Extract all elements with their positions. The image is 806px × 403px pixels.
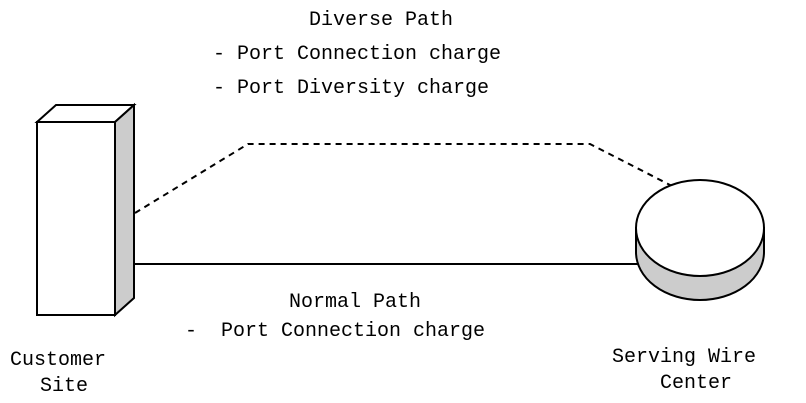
customer-site-building-icon: [34, 102, 137, 318]
diverse-path-item: - Port Connection charge: [213, 43, 502, 66]
customer-site-label-line1: Customer: [10, 349, 107, 372]
normal-path-title: Normal Path: [289, 291, 422, 314]
serving-wire-center-icon: [635, 179, 765, 301]
serving-wire-center-label-line2: Center: [660, 372, 733, 395]
diverse-path-line: [134, 143, 673, 214]
serving-wire-center-label-line1: Serving Wire: [612, 346, 757, 369]
diverse-path-title: Diverse Path: [309, 9, 454, 32]
customer-site-label-line2: Site: [40, 375, 89, 398]
diverse-path-item: - Port Diversity charge: [213, 77, 490, 100]
normal-path-item: - Port Connection charge: [185, 320, 486, 343]
